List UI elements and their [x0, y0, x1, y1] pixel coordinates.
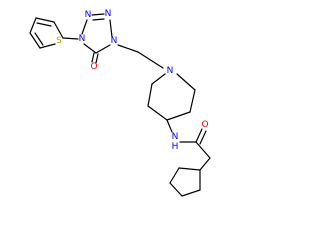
atom-o-amide: O — [201, 120, 208, 130]
bond-n3-n4 — [81, 19, 88, 35]
bond-c6-npip — [151, 73, 166, 85]
molecule-canvas: S N N N N O N N H O — [29, 9, 211, 197]
bond-c3-c4pip — [166, 111, 191, 121]
bond-c4-c5-double — [34, 32, 44, 46]
bond-c4-namide — [166, 119, 173, 133]
bond-c5-s — [39, 43, 56, 49]
bond-co-double — [95, 53, 99, 64]
atom-labels: S N N N N O N N H O — [56, 9, 208, 152]
bond-cp2-cp3 — [169, 167, 180, 184]
bond-c2-c3-double — [36, 22, 52, 27]
bonds — [29, 13, 211, 197]
atom-h-amide: H — [172, 142, 179, 152]
bond-c2-c3pip — [189, 89, 196, 113]
bond-n1-n2 — [109, 19, 113, 38]
bond-n2-n3-double — [92, 18, 105, 21]
bond-c5-n1 — [95, 44, 111, 54]
bond-c5-c6pip — [147, 83, 153, 107]
bond-c2-c3 — [35, 17, 55, 23]
bond-cp3-cp4 — [169, 182, 183, 197]
bond-c3-c4 — [29, 17, 37, 34]
bond-ch2-cp — [199, 157, 211, 171]
atom-n-piperidine: N — [167, 66, 174, 76]
bond-amide-co-double — [199, 130, 207, 145]
bond-c4-c5pip — [147, 105, 168, 121]
bond-co — [91, 52, 95, 63]
bond-c-ch2 — [195, 141, 211, 159]
bond-ch2-npip — [137, 51, 164, 69]
atom-s-thiophene: S — [56, 36, 62, 46]
atom-o-tetrazolone: O — [90, 62, 97, 72]
bond-cp4-cp5 — [181, 189, 201, 197]
atom-n-tetrazole-mid: N — [85, 10, 92, 20]
bond-s-c2 — [53, 21, 64, 39]
bond-amide-co — [195, 128, 203, 143]
bond-cp1-cp2 — [178, 167, 201, 171]
bond-n1-ch2 — [117, 44, 139, 53]
bond-c4-c5 — [29, 32, 41, 49]
atom-n-tetrazole-top: N — [105, 9, 112, 19]
bond-n2-n3 — [91, 13, 105, 16]
bond-c2-ntet — [62, 37, 79, 40]
bond-npip-c2 — [176, 73, 196, 91]
bond-n4-c5 — [83, 43, 97, 54]
atom-n-tetrazole-right: N — [111, 36, 118, 46]
atom-n-tetrazole-left: N — [79, 34, 86, 44]
structure-diagram: S N N N N O N N H O — [29, 9, 211, 197]
atom-n-amide: N — [172, 132, 179, 142]
